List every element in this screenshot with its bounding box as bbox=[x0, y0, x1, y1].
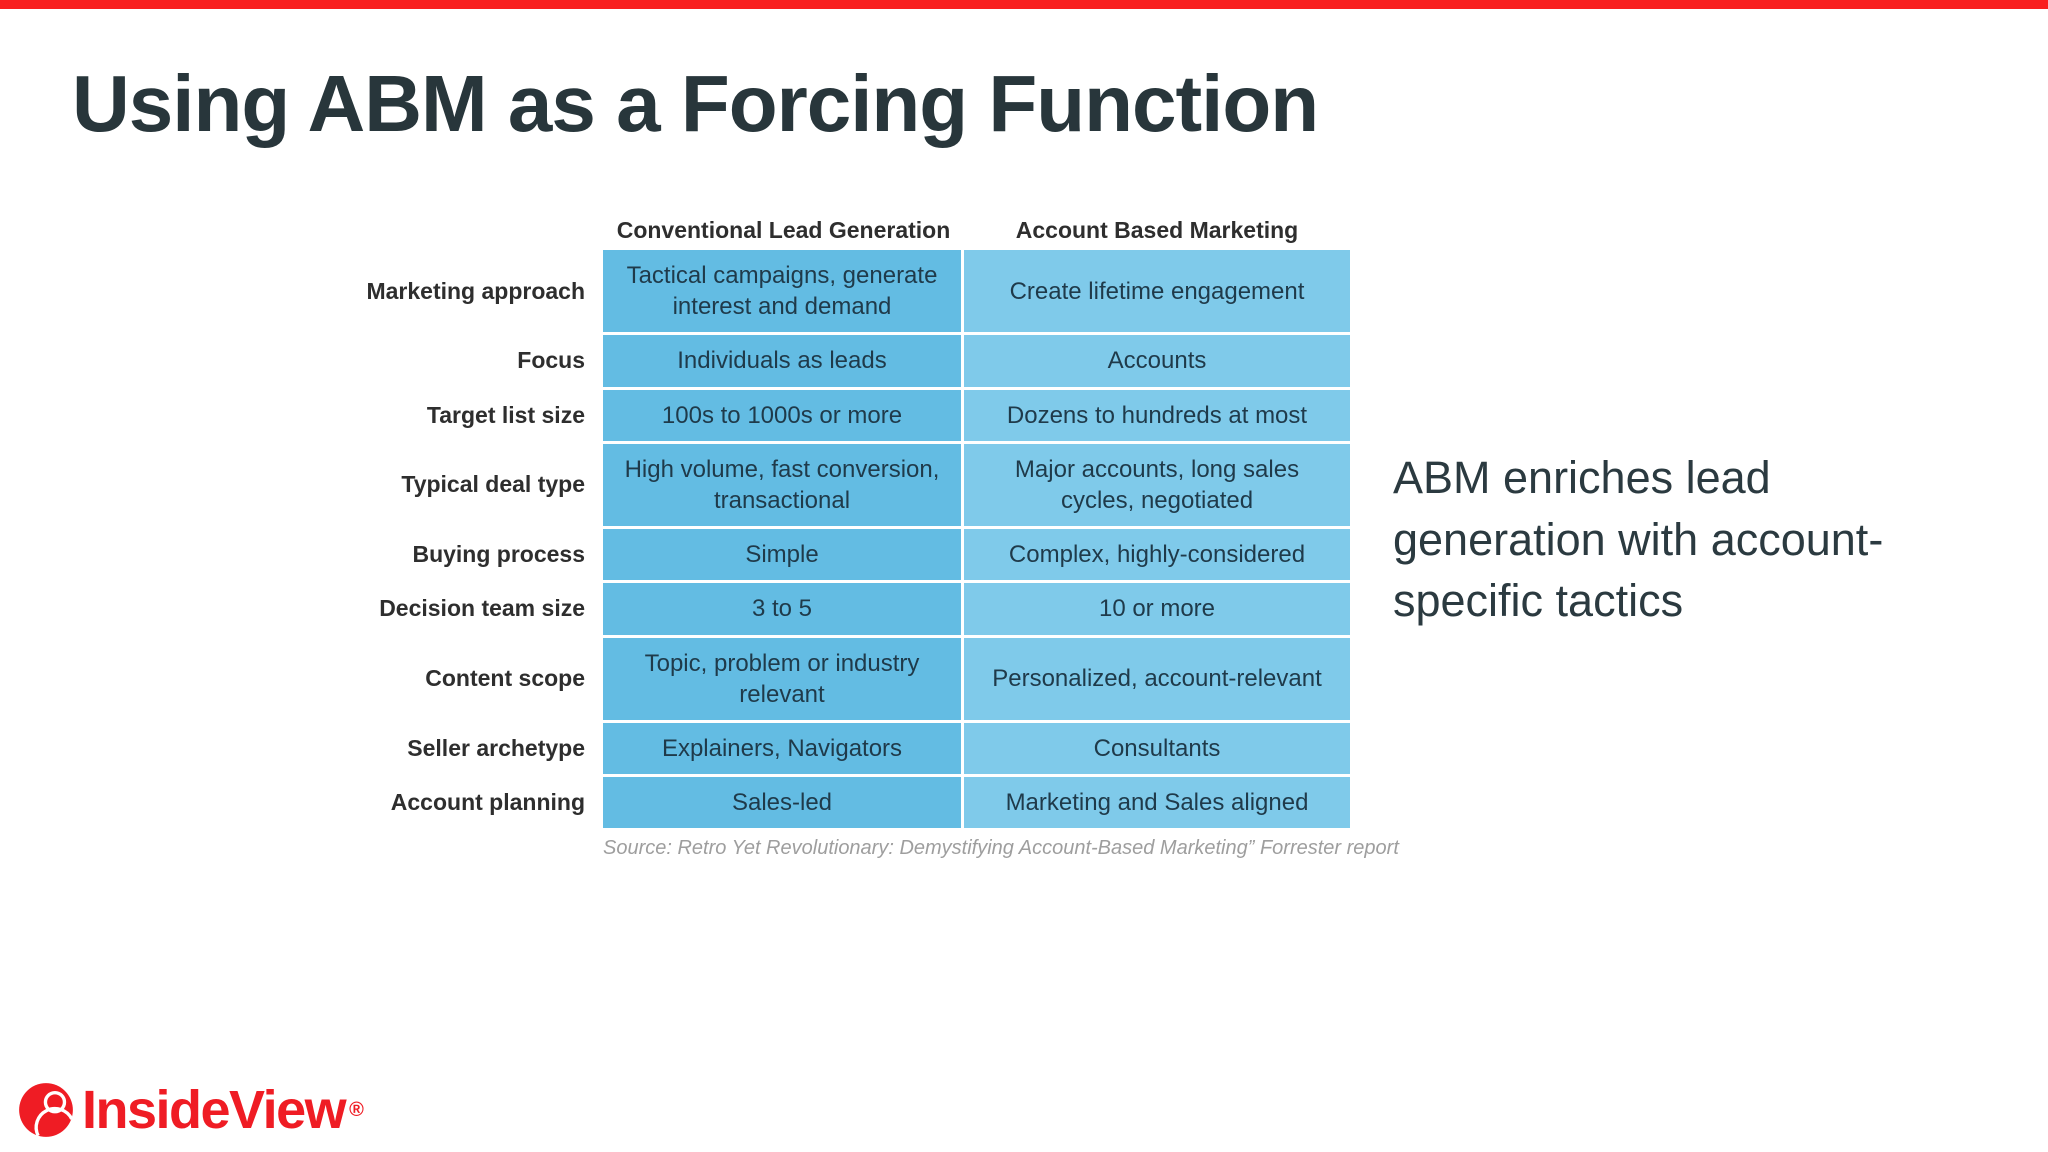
cell-conventional: Individuals as leads bbox=[603, 335, 964, 387]
callout-text: ABM enriches lead generation with accoun… bbox=[1393, 452, 1884, 627]
table-row: Target list size 100s to 1000s or more D… bbox=[330, 389, 1350, 444]
row-label: Typical deal type bbox=[401, 471, 585, 498]
table-row: Account planning Sales-led Marketing and… bbox=[330, 777, 1350, 829]
table-row: Focus Individuals as leads Accounts bbox=[330, 335, 1350, 390]
comparison-table-figure: Conventional Lead Generation Account Bas… bbox=[330, 206, 1399, 860]
cell-abm: 10 or more bbox=[964, 583, 1350, 635]
comparison-table: Marketing approach Tactical campaigns, g… bbox=[330, 250, 1360, 829]
row-label: Target list size bbox=[426, 401, 585, 428]
row-label: Marketing approach bbox=[366, 277, 585, 304]
cell-conventional: Tactical campaigns, generate interest an… bbox=[603, 250, 964, 333]
cell-abm: Marketing and Sales aligned bbox=[964, 777, 1350, 829]
row-label: Seller archetype bbox=[407, 734, 585, 761]
row-label: Focus bbox=[517, 347, 585, 374]
cell-abm: Personalized, account-relevant bbox=[964, 637, 1350, 720]
cell-abm: Complex, highly-considered bbox=[964, 529, 1350, 581]
cell-conventional: Simple bbox=[603, 529, 964, 581]
cell-abm: Consultants bbox=[964, 722, 1350, 775]
table-row: Marketing approach Tactical campaigns, g… bbox=[330, 250, 1350, 336]
table-row: Typical deal type High volume, fast conv… bbox=[330, 443, 1350, 530]
insideview-logo: InsideView ® bbox=[18, 1082, 364, 1138]
insideview-person-circle-icon bbox=[19, 1083, 74, 1137]
table-column-headers: Conventional Lead Generation Account Bas… bbox=[603, 206, 1350, 250]
column-header-abm: Account Based Marketing bbox=[1015, 217, 1299, 243]
table-row: Buying process Simple Complex, highly-co… bbox=[330, 529, 1350, 584]
top-accent-bar bbox=[0, 0, 2048, 9]
page-title: Using ABM as a Forcing Function bbox=[72, 59, 1319, 148]
cell-conventional: Sales-led bbox=[603, 777, 964, 829]
row-label: Decision team size bbox=[379, 595, 585, 622]
column-header-conventional: Conventional Lead Generation bbox=[616, 217, 951, 243]
cell-abm: Create lifetime engagement bbox=[964, 250, 1350, 333]
cell-conventional: 100s to 1000s or more bbox=[603, 389, 964, 441]
source-attribution: Source: Retro Yet Revolutionary: Demysti… bbox=[603, 837, 1399, 860]
logo-wordmark: InsideView bbox=[82, 1080, 347, 1140]
cell-abm: Accounts bbox=[964, 335, 1350, 387]
cell-conventional: Topic, problem or industry relevant bbox=[603, 637, 964, 720]
cell-abm: Dozens to hundreds at most bbox=[964, 389, 1350, 441]
row-label: Content scope bbox=[425, 665, 585, 692]
table-row: Content scope Topic, problem or industry… bbox=[330, 637, 1350, 723]
row-label: Buying process bbox=[412, 541, 585, 568]
registered-trademark-icon: ® bbox=[349, 1098, 364, 1121]
row-label: Account planning bbox=[390, 789, 585, 816]
table-row: Seller archetype Explainers, Navigators … bbox=[330, 722, 1350, 778]
cell-abm: Major accounts, long sales cycles, negot… bbox=[964, 443, 1350, 527]
cell-conventional: Explainers, Navigators bbox=[603, 722, 964, 775]
table-row: Decision team size 3 to 5 10 or more bbox=[330, 583, 1350, 638]
cell-conventional: 3 to 5 bbox=[603, 583, 964, 635]
cell-conventional: High volume, fast conversion, transactio… bbox=[603, 443, 964, 527]
